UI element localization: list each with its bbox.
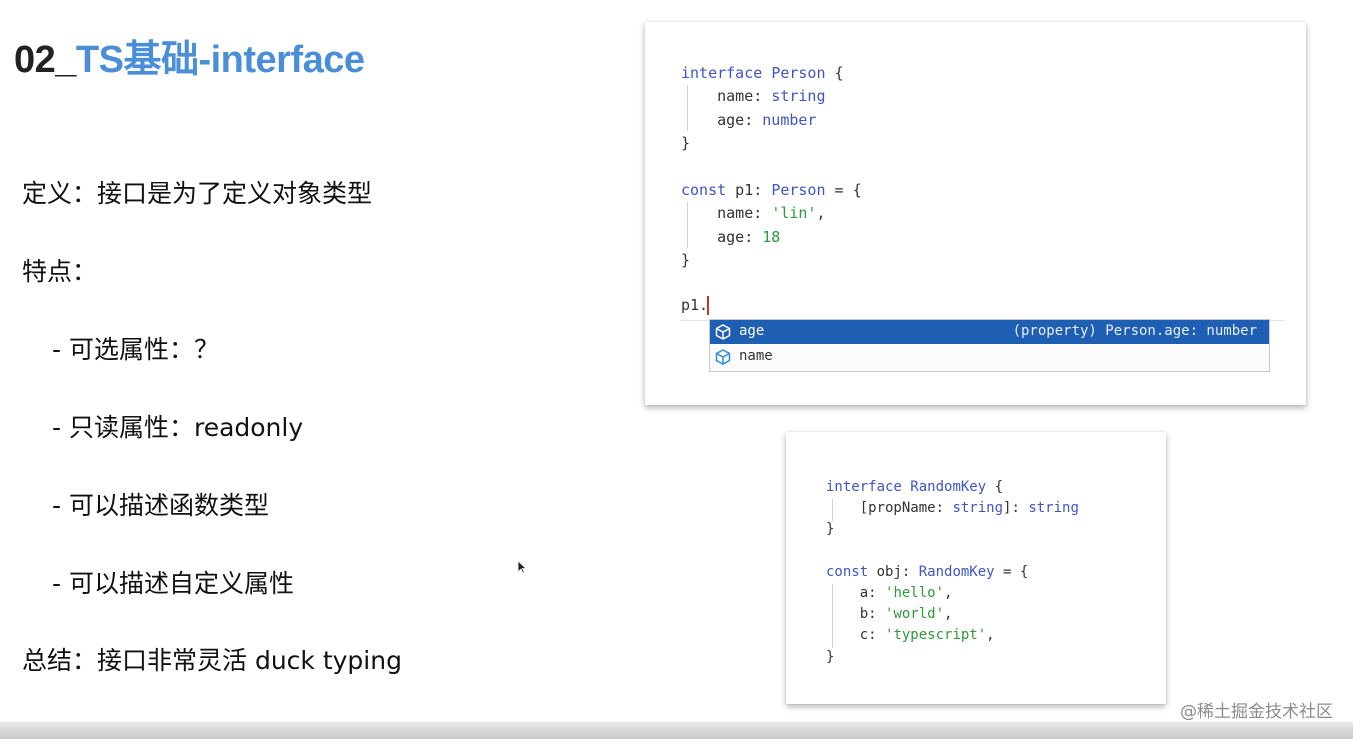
code-line — [681, 156, 862, 179]
code-line: a: 'hello', — [826, 583, 1079, 604]
var-name: p1: — [726, 181, 772, 200]
field-type: number — [762, 110, 817, 129]
index-type: string — [952, 500, 1004, 517]
code-line — [826, 541, 1079, 562]
punct: , — [986, 627, 995, 644]
title-number: 02_ — [14, 39, 76, 81]
punct: { — [825, 64, 844, 82]
code-line: name: string — [681, 85, 862, 108]
punct: = { — [825, 181, 862, 200]
summary-text: 总结：接口非常灵活 duck typing — [22, 646, 402, 675]
input-text: p1. — [681, 296, 709, 314]
feature-custom-property: - 可以描述自定义属性 — [52, 569, 294, 598]
code-line: interface Person { — [681, 62, 862, 85]
code-block-person: interface Person { name: string age: num… — [681, 62, 862, 273]
prop-key: age: — [717, 227, 763, 246]
suggestion-detail: (property) Person.age: number — [1012, 323, 1257, 339]
suggestion-name[interactable]: name — [710, 345, 1269, 369]
indent-guide — [832, 499, 833, 521]
prop-key: c: — [859, 627, 886, 644]
code-block-randomkey: interface RandomKey { [propName: string]… — [826, 477, 1079, 668]
keyword-interface: interface — [826, 479, 902, 495]
text-caret — [707, 296, 709, 315]
keyword-interface: interface — [681, 64, 763, 82]
code-line: const obj: RandomKey = { — [826, 562, 1079, 583]
property-cube-icon — [715, 349, 731, 365]
string-value: 'hello' — [885, 585, 945, 602]
code-line: } — [681, 134, 691, 153]
definition-text: 定义：接口是为了定义对象类型 — [22, 179, 373, 208]
keyword-const: const — [826, 563, 869, 580]
code-line: c: 'typescript', — [826, 625, 1079, 646]
features-label: 特点： — [22, 257, 98, 286]
indent-guide — [832, 584, 833, 648]
code-line: } — [681, 251, 691, 270]
prop-key: name: — [717, 204, 772, 223]
watermark: @稀土掘金技术社区 — [1180, 702, 1333, 722]
autocomplete-list[interactable]: age (property) Person.age: number name — [709, 319, 1270, 372]
code-line: age: 18 — [681, 226, 862, 249]
slide-title: 02_TS基础-interface — [14, 28, 365, 83]
index-signature-open: [propName: — [859, 500, 953, 517]
mouse-pointer-icon — [517, 560, 527, 574]
punct: , — [944, 585, 953, 602]
code-panel-randomkey: interface RandomKey { [propName: string]… — [786, 432, 1166, 704]
var-name: obj: — [868, 563, 919, 580]
var-type: Person — [771, 181, 826, 200]
suggestion-age[interactable]: age (property) Person.age: number — [710, 320, 1269, 344]
string-value: 'lin' — [771, 204, 817, 223]
indent-guide — [687, 202, 688, 248]
title-topic: TS基础-interface — [75, 39, 365, 81]
punct: , — [816, 204, 826, 223]
prop-key: b: — [859, 606, 886, 623]
field-key: age: — [717, 110, 763, 129]
value-type: string — [1028, 500, 1079, 517]
feature-readonly: - 只读属性：readonly — [52, 413, 304, 442]
code-line: } — [826, 521, 835, 538]
suggestion-label: age — [739, 323, 765, 339]
punct: , — [944, 606, 953, 623]
code-line: age: number — [681, 109, 862, 132]
field-type: string — [771, 87, 826, 106]
code-line: name: 'lin', — [681, 202, 862, 225]
number-value: 18 — [762, 227, 781, 246]
suggestion-label: name — [739, 348, 773, 364]
bottom-bar — [0, 722, 1353, 739]
code-line: const p1: Person = { — [681, 179, 862, 202]
code-panel-person: interface Person { name: string age: num… — [645, 22, 1306, 405]
property-cube-icon — [715, 324, 731, 340]
code-line: } — [826, 648, 835, 665]
string-value: 'typescript' — [885, 627, 987, 644]
punct: = { — [994, 563, 1029, 580]
var-type: RandomKey — [918, 563, 995, 580]
code-line: interface RandomKey { — [826, 477, 1079, 498]
feature-function-type: - 可以描述函数类型 — [52, 491, 269, 520]
feature-optional: - 可选属性：？ — [52, 335, 219, 364]
code-line: b: 'world', — [826, 604, 1079, 625]
editor-input-line[interactable]: p1. — [681, 292, 1285, 321]
prop-key: a: — [859, 585, 886, 602]
string-value: 'world' — [885, 606, 945, 623]
punct: { — [986, 479, 1004, 495]
code-line: [propName: string]: string — [826, 498, 1079, 519]
keyword-const: const — [681, 181, 727, 200]
field-key: name: — [717, 87, 772, 106]
index-signature-close: ]: — [1003, 500, 1029, 517]
type-name: RandomKey — [910, 479, 987, 495]
type-name: Person — [771, 64, 826, 82]
indent-guide — [687, 85, 688, 131]
